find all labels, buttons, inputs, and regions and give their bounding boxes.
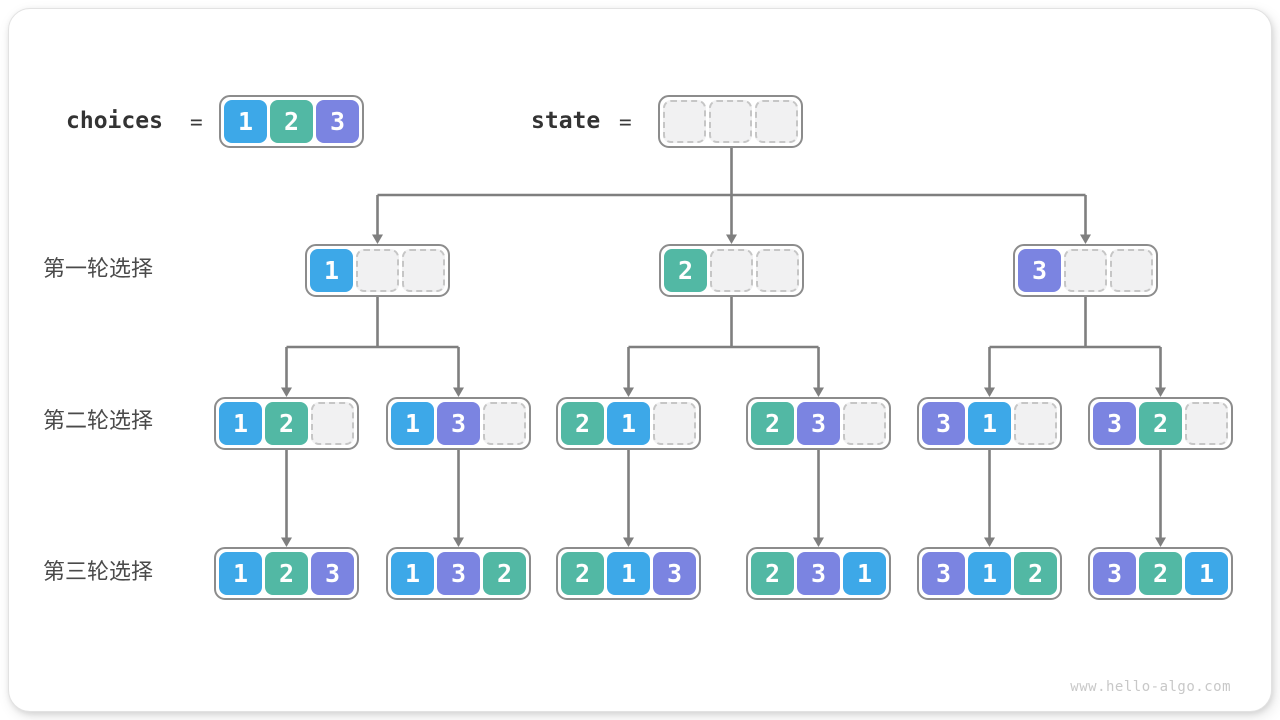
array-cell-1: 1 xyxy=(310,249,353,292)
array-cell-2: 2 xyxy=(751,402,794,445)
array-cell-3: 3 xyxy=(1093,552,1136,595)
array-cell-empty xyxy=(402,249,445,292)
state-equals-sign: = xyxy=(619,110,632,134)
round3-label: 第三轮选择 xyxy=(43,559,154,584)
array-cell-2: 2 xyxy=(265,552,308,595)
array-cell-2: 2 xyxy=(265,402,308,445)
array-cell-3: 3 xyxy=(922,402,965,445)
array-cell-2: 2 xyxy=(1139,402,1182,445)
array-cell-empty xyxy=(710,249,753,292)
array-cell-empty xyxy=(755,100,798,143)
array-cell-1: 1 xyxy=(607,402,650,445)
array-cell-1: 1 xyxy=(219,552,262,595)
node-round1-2: 2 xyxy=(659,244,804,297)
array-cell-2: 2 xyxy=(1139,552,1182,595)
array-cell-3: 3 xyxy=(1093,402,1136,445)
array-cell-empty xyxy=(653,402,696,445)
array-cell-2: 2 xyxy=(483,552,526,595)
array-cell-3: 3 xyxy=(316,100,359,143)
array-cell-2: 2 xyxy=(664,249,707,292)
array-cell-2: 2 xyxy=(1014,552,1057,595)
connector-root-to-round1 xyxy=(372,148,1091,244)
array-cell-3: 3 xyxy=(1018,249,1061,292)
array-cell-1: 1 xyxy=(391,402,434,445)
array-cell-1: 1 xyxy=(968,552,1011,595)
array-cell-3: 3 xyxy=(797,402,840,445)
node-round1-1: 1 xyxy=(305,244,450,297)
array-cell-3: 3 xyxy=(653,552,696,595)
array-cell-empty xyxy=(663,100,706,143)
array-cell-1: 1 xyxy=(968,402,1011,445)
array-cell-1: 1 xyxy=(219,402,262,445)
array-cell-empty xyxy=(483,402,526,445)
array-cell-3: 3 xyxy=(437,552,480,595)
array-cell-1: 1 xyxy=(391,552,434,595)
array-cell-empty xyxy=(1014,402,1057,445)
array-cell-empty xyxy=(843,402,886,445)
connector-round2-to-round3 xyxy=(281,450,1166,547)
array-cell-1: 1 xyxy=(224,100,267,143)
round2-label: 第二轮选择 xyxy=(43,408,154,433)
array-cell-empty xyxy=(756,249,799,292)
round1-label: 第一轮选择 xyxy=(43,256,154,281)
array-cell-empty xyxy=(1110,249,1153,292)
array-cell-2: 2 xyxy=(751,552,794,595)
array-cell-1: 1 xyxy=(1185,552,1228,595)
array-cell-3: 3 xyxy=(311,552,354,595)
node-round1-3: 3 xyxy=(1013,244,1158,297)
array-cell-2: 2 xyxy=(561,402,604,445)
state-array xyxy=(658,95,803,148)
connector-round1-to-round2 xyxy=(281,297,1166,397)
array-cell-1: 1 xyxy=(843,552,886,595)
array-cell-empty xyxy=(1064,249,1107,292)
array-cell-empty xyxy=(1185,402,1228,445)
site-watermark: www.hello-algo.com xyxy=(1070,679,1231,695)
array-cell-empty xyxy=(709,100,752,143)
array-cell-3: 3 xyxy=(797,552,840,595)
array-cell-empty xyxy=(311,402,354,445)
array-cell-3: 3 xyxy=(437,402,480,445)
array-cell-2: 2 xyxy=(561,552,604,595)
state-variable-name: state xyxy=(531,108,601,134)
array-cell-2: 2 xyxy=(270,100,313,143)
array-cell-3: 3 xyxy=(922,552,965,595)
array-cell-1: 1 xyxy=(607,552,650,595)
array-cell-empty xyxy=(356,249,399,292)
choices-variable-name: choices xyxy=(66,108,163,134)
choices-equals-sign: = xyxy=(190,110,203,134)
